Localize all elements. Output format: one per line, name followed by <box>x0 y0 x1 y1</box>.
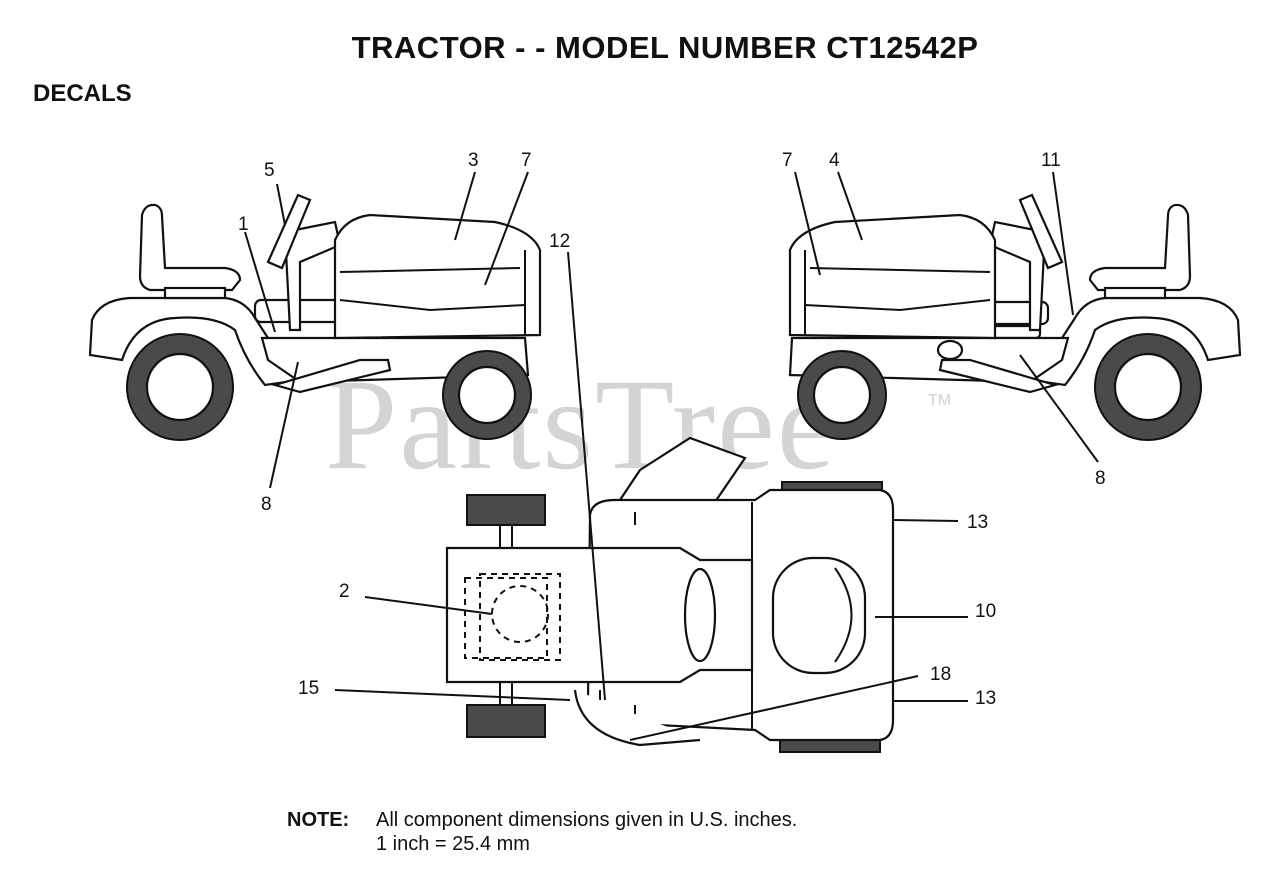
note-dimensions-text: All component dimensions given in U.S. i… <box>376 809 798 831</box>
left-seat <box>138 203 242 292</box>
page-title: TRACTOR - - MODEL NUMBER CT12542P <box>351 30 979 65</box>
callout-top-10: 10 <box>975 601 996 622</box>
left-rear-fender <box>88 296 302 387</box>
callout-top-13b: 13 <box>975 688 996 709</box>
top-steering-wheel <box>617 436 747 504</box>
watermark-tm: TM <box>928 392 952 409</box>
note-label: NOTE: <box>287 809 350 831</box>
top-hood-oval-left <box>683 567 717 663</box>
left-front-rim <box>457 365 517 425</box>
watermark: PartsTree <box>325 353 837 497</box>
left-steering-wheel <box>266 193 312 270</box>
callout-top-12: 12 <box>549 231 570 252</box>
callout-left-8: 8 <box>261 494 272 515</box>
left-footrest <box>271 358 392 394</box>
right-front-rim <box>812 365 872 425</box>
right-tractor-side-view <box>788 193 1242 441</box>
callout-right-8: 8 <box>1095 468 1106 489</box>
top-rear-tire-lower <box>466 704 546 738</box>
right-footrest <box>938 358 1059 394</box>
right-lever-knob <box>936 339 964 361</box>
right-seat-post <box>1103 286 1167 300</box>
note-conversion-text: 1 inch = 25.4 mm <box>376 833 530 855</box>
left-seat-post <box>163 286 227 300</box>
right-rear-fender <box>1028 296 1242 387</box>
left-tractor-side-view <box>88 193 542 441</box>
left-steering-column <box>283 220 342 332</box>
callout-left-1: 1 <box>238 214 249 235</box>
callout-left-5: 5 <box>264 160 275 181</box>
top-rear-tire-upper <box>466 494 546 526</box>
callout-top-2: 2 <box>339 581 350 602</box>
right-rear-rim <box>1113 352 1183 422</box>
right-hood <box>788 213 997 340</box>
leader-lines <box>244 171 1099 741</box>
left-hood <box>333 213 542 340</box>
section-heading: DECALS <box>33 80 132 107</box>
callout-numbers: 5 3 7 1 8 7 4 11 8 12 2 15 13 10 18 13 <box>238 150 1106 709</box>
callout-right-7: 7 <box>782 150 793 171</box>
right-steering-column <box>988 220 1047 332</box>
left-rear-rim <box>145 352 215 422</box>
callout-top-13a: 13 <box>967 512 988 533</box>
top-view-tractor <box>445 436 895 753</box>
callout-left-3: 3 <box>468 150 479 171</box>
callout-left-7: 7 <box>521 150 532 171</box>
top-decal-circle <box>491 585 549 643</box>
top-hood-badge <box>771 556 867 675</box>
top-seat-area <box>445 546 754 684</box>
callout-top-15: 15 <box>298 678 319 699</box>
right-seat <box>1088 203 1192 292</box>
callout-right-4: 4 <box>829 150 840 171</box>
callout-top-18: 18 <box>930 664 951 685</box>
right-steering-wheel <box>1018 193 1064 270</box>
callout-right-11: 11 <box>1041 150 1061 171</box>
top-decal-outline-inner <box>479 573 561 661</box>
